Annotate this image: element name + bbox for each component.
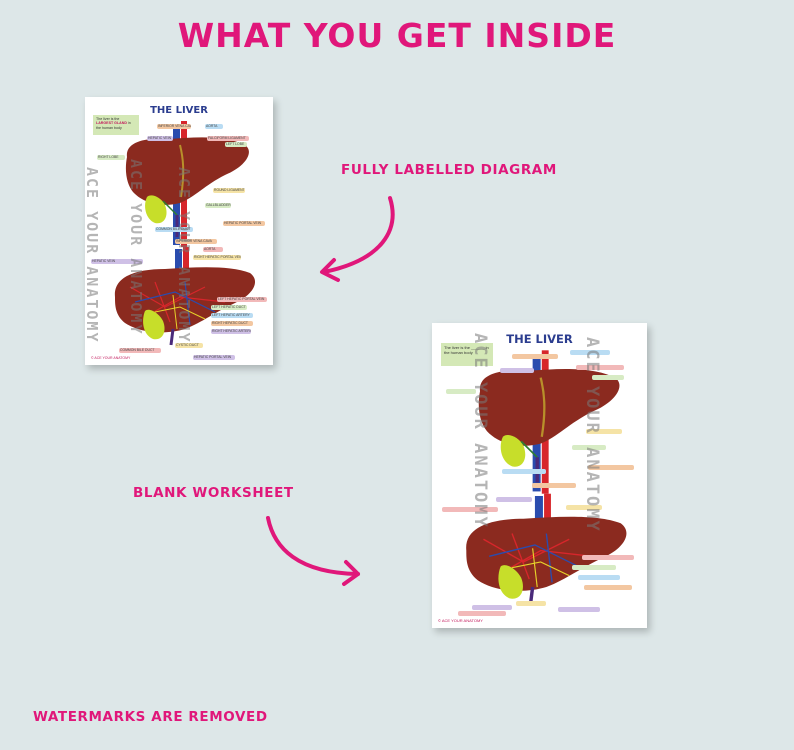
diagram-label: INFERIOR VENA CAVA <box>175 239 217 244</box>
blank-label-box <box>576 365 624 370</box>
diagram-label: HEPATIC VEIN <box>91 259 143 264</box>
blank-label-box <box>496 497 532 502</box>
blank-worksheet-sheet: THE LIVER The liver is the ______ in the… <box>432 323 647 628</box>
diagram-label: HEPATIC PORTAL VEIN <box>193 355 235 360</box>
watermark-text: ACE YOUR ANATOMY <box>582 337 602 533</box>
blank-label-box <box>558 607 600 612</box>
sheet-credit: © ACE YOUR ANATOMY <box>438 618 483 623</box>
diagram-label: HEPATIC PORTAL VEIN <box>223 221 265 226</box>
blank-label-box <box>584 585 632 590</box>
diagram-label: RIGHT HEPATIC DUCT <box>211 321 253 326</box>
diagram-label: AORTA <box>205 124 223 129</box>
diagram-label: FALCIFORM LIGAMENT <box>207 136 249 141</box>
sheet-title: THE LIVER <box>506 332 573 346</box>
liver-posterior-illustration <box>114 247 256 346</box>
diagram-label: INFERIOR VENA CAVA <box>157 124 191 129</box>
sheet-title: THE LIVER <box>150 105 208 116</box>
blank-label-box <box>502 469 546 474</box>
watermark-text: ACE YOUR ANATOMY <box>127 159 145 336</box>
diagram-label: COMMON BILE DUCT <box>119 348 161 353</box>
diagram-label: LEFT HEPATIC ARTERY <box>211 313 253 318</box>
blank-label-box <box>578 575 620 580</box>
intro-box: The liver is the ______ in the human bod… <box>441 343 493 366</box>
blank-label-box <box>512 354 558 359</box>
blank-label-box <box>572 565 616 570</box>
gallbladder-lower-shape <box>143 309 165 340</box>
diagram-label: CYSTIC DUCT <box>175 343 203 348</box>
gallbladder-upper-shape <box>145 195 167 224</box>
diagram-label: ROUND LIGAMENT <box>213 188 245 193</box>
liver-upper-shape <box>125 137 249 205</box>
watermark-text: ACE YOUR ANATOMY <box>85 167 101 344</box>
labelled-diagram-sheet: THE LIVER The liver is the LARGEST GLAND… <box>85 97 273 365</box>
diagram-label: GALLBLADDER <box>205 203 231 208</box>
blank-label-box <box>442 507 498 512</box>
page-headline: WHAT YOU GET INSIDE <box>177 16 617 55</box>
watermark-text: ACE YOUR ANATOMY <box>470 333 490 529</box>
caption-blank-worksheet: BLANK WORKSHEET <box>133 485 294 501</box>
blank-label-box <box>446 389 476 394</box>
liver-anterior-illustration <box>125 121 249 247</box>
blank-label-box <box>592 375 624 380</box>
liver-diagram <box>466 350 627 606</box>
blank-label-box <box>570 350 610 355</box>
diagram-label: RIGHT HEPATIC PORTAL VEIN <box>193 255 241 260</box>
caption-fully-labelled: FULLY LABELLED DIAGRAM <box>341 162 557 178</box>
diagram-label: LEFT HEPATIC DUCT <box>211 305 247 310</box>
watermark-text: ACE YOUR ANATOMY <box>175 167 193 344</box>
blank-label-box <box>472 605 512 610</box>
blank-label-box <box>586 429 622 434</box>
intro-box: The liver is the LARGEST GLAND in the hu… <box>93 115 139 135</box>
arrow-to-blank-icon <box>266 516 360 586</box>
arrow-to-labelled-icon <box>320 196 395 282</box>
blank-label-box <box>532 483 576 488</box>
liver-diagram <box>114 121 256 346</box>
diagram-label: HEPATIC VEIN <box>147 136 173 141</box>
blank-label-box <box>582 555 634 560</box>
liver-posterior-illustration <box>466 493 627 606</box>
blank-label-box <box>566 505 602 510</box>
caption-watermarks-removed: WATERMARKS ARE REMOVED <box>33 709 268 725</box>
diagram-label: LEFT LOBE <box>225 142 247 147</box>
diagram-label: RIGHT HEPATIC ARTERY <box>211 329 251 334</box>
diagram-label: RIGHT LOBE <box>97 155 125 160</box>
diagram-label: AORTA <box>203 247 223 252</box>
blank-label-box <box>588 465 634 470</box>
diagram-label: COMMON BILE DUCT <box>155 227 193 232</box>
blank-label-box <box>572 445 606 450</box>
blank-label-box <box>458 611 506 616</box>
sheet-credit: © ACE YOUR ANATOMY <box>91 356 131 360</box>
blank-label-box <box>516 601 546 606</box>
diagram-label: LEFT HEPATIC PORTAL VEIN <box>217 297 267 302</box>
blank-label-box <box>500 368 534 373</box>
